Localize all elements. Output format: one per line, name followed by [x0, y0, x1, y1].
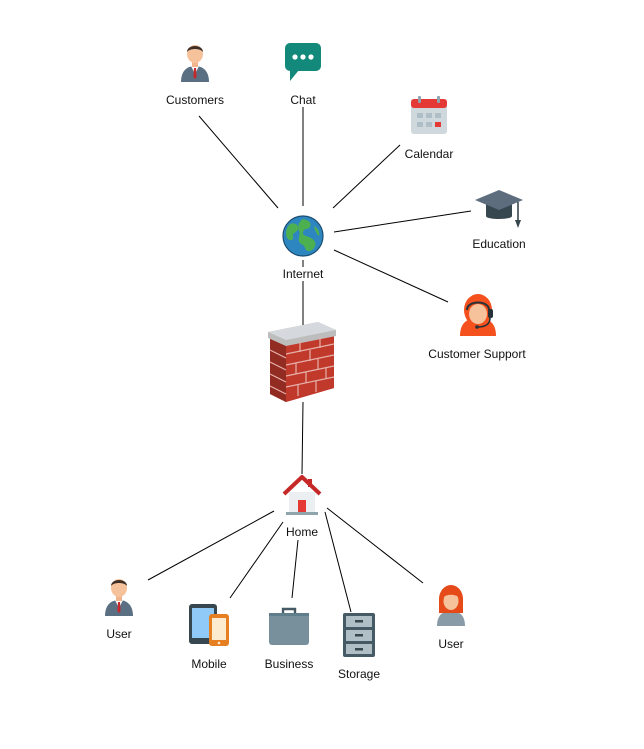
- edge-home-user-left: [147, 510, 275, 581]
- briefcase-icon: [268, 607, 310, 647]
- node-label-chat: Chat: [289, 93, 317, 107]
- edge-home-user-right: [326, 507, 424, 584]
- node-label-education: Education: [471, 237, 527, 251]
- globe-icon: [281, 214, 325, 258]
- calendar-icon: [410, 95, 448, 135]
- node-label-calendar: Calendar: [403, 147, 455, 161]
- edge-internet-calendar: [332, 144, 401, 209]
- edge-internet-customer-support: [333, 249, 449, 303]
- node-label-customers: Customers: [164, 93, 226, 107]
- graduation-cap-icon: [474, 188, 524, 230]
- node-label-customer-support: Customer Support: [427, 347, 527, 361]
- chat-bubble-icon: [284, 42, 322, 82]
- node-label-business: Business: [263, 657, 315, 671]
- support-agent-icon: [454, 292, 502, 336]
- node-label-user-left: User: [105, 627, 133, 641]
- mobile-devices-icon: [188, 602, 230, 648]
- businessman-icon: [102, 574, 136, 616]
- edge-home-storage: [324, 511, 352, 613]
- businessman-icon: [178, 40, 212, 82]
- filing-cabinet-icon: [342, 612, 376, 658]
- edge-internet-education: [333, 210, 472, 233]
- node-label-user-right: User: [437, 637, 465, 651]
- edge-home-business: [291, 539, 299, 599]
- edge-internet-customers: [198, 115, 279, 209]
- node-label-storage: Storage: [336, 667, 382, 681]
- node-label-home: Home: [284, 525, 320, 539]
- node-label-internet: Internet: [281, 267, 325, 281]
- edge-home-mobile: [229, 521, 284, 599]
- firewall-icon: [266, 322, 338, 404]
- woman-user-icon: [434, 584, 468, 626]
- node-label-mobile: Mobile: [190, 657, 228, 671]
- house-icon: [282, 474, 322, 516]
- edge-firewall-home: [301, 401, 304, 475]
